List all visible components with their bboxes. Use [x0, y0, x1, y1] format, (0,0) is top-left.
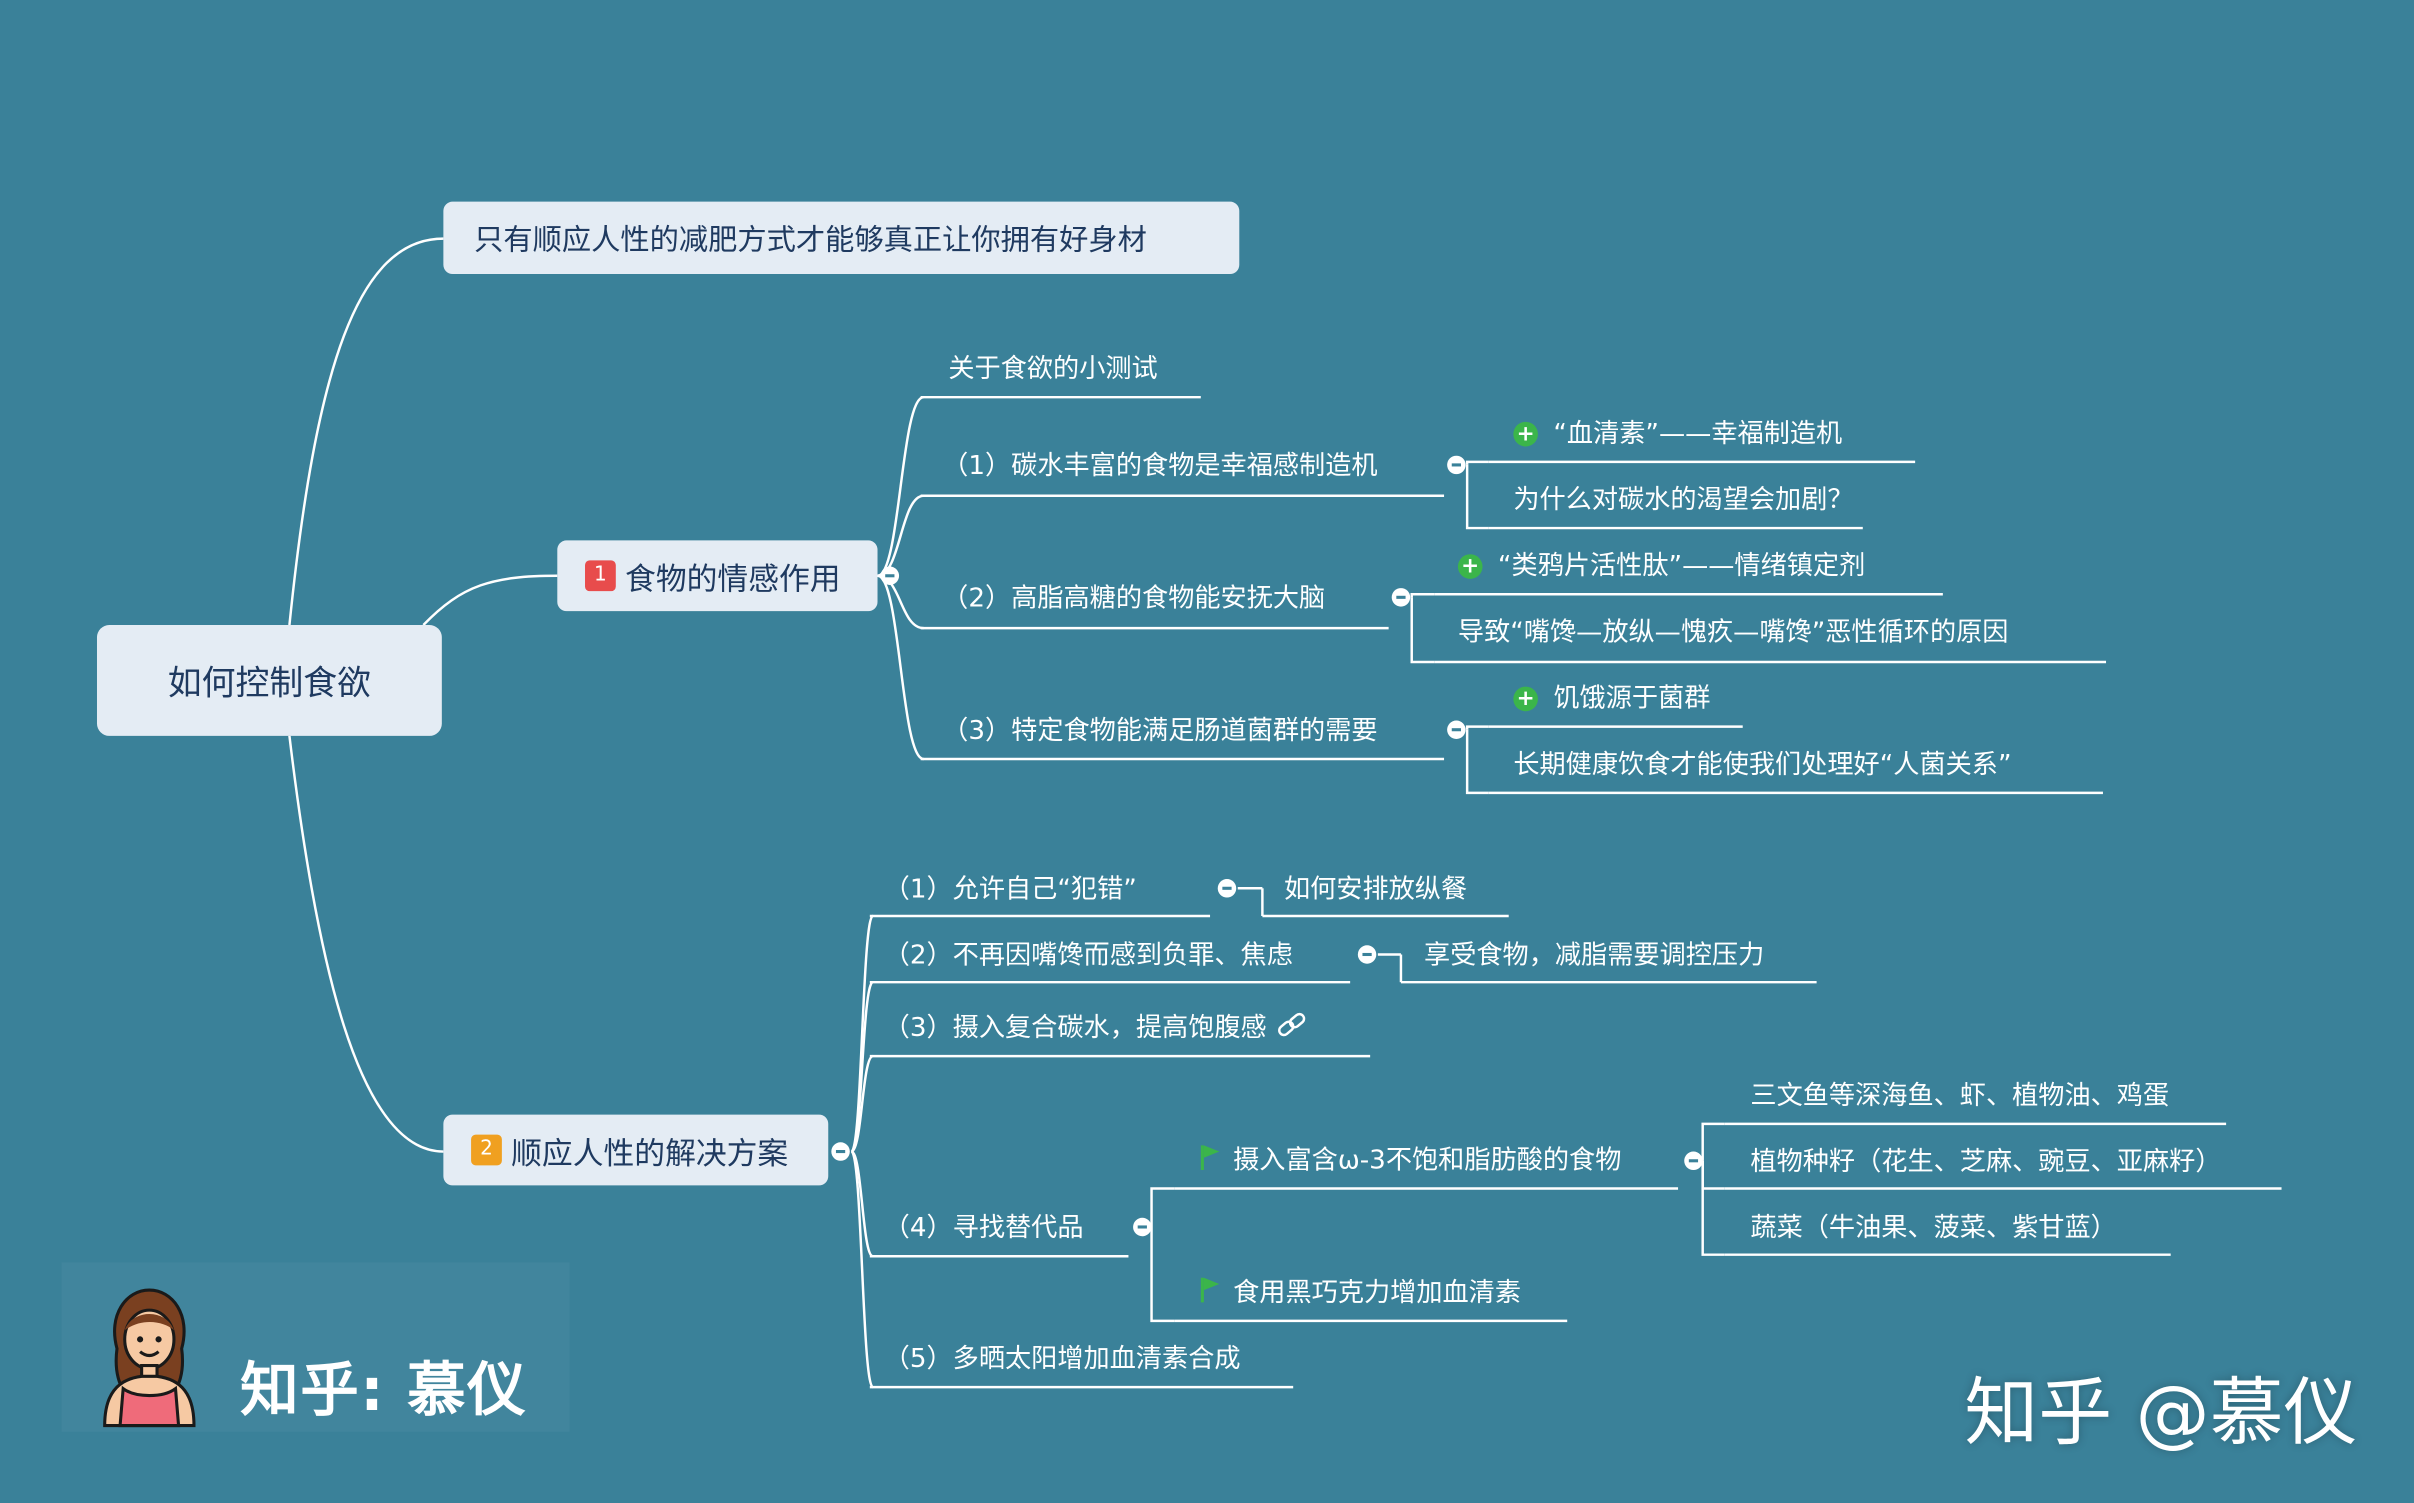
collapse-icon[interactable] — [1684, 1151, 1703, 1171]
node-hunger-flora[interactable]: +饥饿源于菌群 — [1513, 682, 1710, 716]
collapse-icon[interactable] — [1357, 945, 1377, 964]
signature-left: 知乎: 慕仪 — [240, 1356, 528, 1425]
node-complex-carbs[interactable]: （3）摄入复合碳水，提高饱腹感 — [884, 1011, 1307, 1045]
collapse-icon[interactable] — [831, 1142, 850, 1161]
node-substitutes[interactable]: （4）寻找替代品 — [883, 1213, 1084, 1244]
branch-1-title: 食物的情感作用 — [625, 559, 841, 597]
plus-marker-icon: + — [1513, 421, 1538, 447]
node-carbs-happiness[interactable]: （1）碳水丰富的食物是幸福感制造机 — [942, 451, 1378, 482]
node-vegetables[interactable]: 蔬菜（牛油果、菠菜、紫甘蓝） — [1750, 1213, 2117, 1244]
node-plant-seeds[interactable]: 植物种籽（花生、芝麻、豌豆、亚麻籽） — [1750, 1146, 2222, 1178]
collapse-icon[interactable] — [880, 566, 900, 586]
node-gut-flora[interactable]: （3）特定食物能满足肠道菌群的需要 — [942, 715, 1378, 747]
branch-1-node[interactable]: 1 食物的情感作用 — [557, 540, 878, 612]
avatar-icon — [103, 1288, 196, 1428]
root-label: 如何控制食欲 — [167, 665, 372, 704]
collapse-icon[interactable] — [1133, 1217, 1152, 1237]
node-appetite-test[interactable]: 关于食欲的小测试 — [948, 354, 1158, 385]
node-enjoy-food[interactable]: 享受食物，减脂需要调控压力 — [1424, 940, 1765, 972]
node-vicious-cycle[interactable]: 导致“嘴馋—放纵—愧疚—嘴馋”恶性循环的原因 — [1457, 617, 2009, 649]
node-serotonin[interactable]: +“血清素”——幸福制造机 — [1513, 417, 1842, 451]
root-node[interactable]: 如何控制食欲 — [96, 625, 442, 736]
priority-2-badge: 2 — [471, 1134, 502, 1166]
branch-2-title: 顺应人性的解决方案 — [511, 1133, 789, 1171]
top-note-label: 只有顺应人性的减肥方式才能够真正让你拥有好身材 — [474, 223, 1147, 258]
node-fat-sugar[interactable]: （2）高脂高糖的食物能安抚大脑 — [942, 583, 1326, 615]
top-note-node[interactable]: 只有顺应人性的减肥方式才能够真正让你拥有好身材 — [443, 201, 1240, 275]
branch-2-node[interactable]: 2 顺应人性的解决方案 — [443, 1114, 829, 1186]
collapse-icon[interactable] — [1447, 720, 1466, 739]
node-no-guilt[interactable]: （2）不再因嘴馋而感到负罪、焦虑 — [883, 940, 1293, 972]
flag-icon — [1200, 1145, 1220, 1171]
plus-marker-icon: + — [1513, 686, 1538, 712]
node-allow-mistakes[interactable]: （1）允许自己“犯错” — [883, 874, 1137, 906]
priority-1-badge: 1 — [585, 560, 616, 592]
collapse-icon[interactable] — [1217, 879, 1237, 898]
node-deep-sea-fish[interactable]: 三文鱼等深海鱼、虾、植物油、鸡蛋 — [1750, 1080, 2170, 1112]
node-human-microbe[interactable]: 长期健康饮食才能使我们处理好“人菌关系” — [1513, 749, 2012, 781]
link-icon[interactable] — [1276, 1011, 1307, 1039]
node-cheat-meal[interactable]: 如何安排放纵餐 — [1283, 874, 1468, 906]
collapse-icon[interactable] — [1391, 588, 1411, 607]
node-sunlight[interactable]: （5）多晒太阳增加血清素合成 — [883, 1343, 1241, 1375]
flag-icon — [1200, 1277, 1220, 1303]
plus-marker-icon: + — [1457, 554, 1483, 579]
node-omega3[interactable]: 摄入富含ω-3不饱和脂肪酸的食物 — [1199, 1144, 1621, 1178]
node-dark-chocolate[interactable]: 食用黑巧克力增加血清素 — [1199, 1276, 1521, 1310]
signature-right: 知乎 @慕仪 — [1964, 1370, 2358, 1457]
node-opioid-peptide[interactable]: +“类鸦片活性肽”——情绪镇定剂 — [1457, 550, 1865, 584]
collapse-icon[interactable] — [1447, 455, 1466, 475]
node-carb-craving[interactable]: 为什么对碳水的渴望会加剧？ — [1513, 484, 1854, 516]
